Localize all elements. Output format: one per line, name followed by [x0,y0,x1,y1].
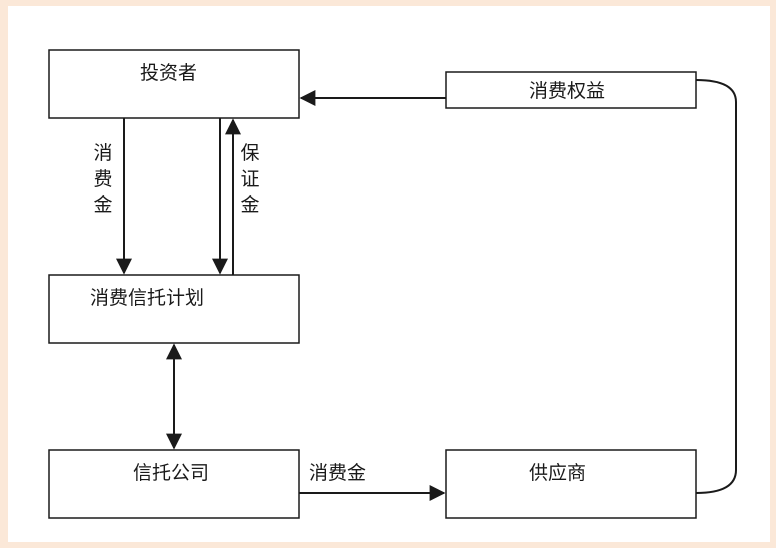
trust-plan-box [48,274,300,344]
consumer-rights-box [445,71,697,109]
edge-label-company-to-supplier: 消费金 [309,462,367,484]
edge-label-consumption-funds: 消费金 [93,142,113,216]
consumer-rights-label: 消费权益 [529,80,606,102]
investor-box [48,49,300,119]
connector-supplier-to-rights [695,79,737,494]
supplier-box [445,449,697,519]
trust-company-label: 信托公司 [133,462,210,484]
trust-plan-label: 消费信托计划 [90,287,205,309]
trust-company-box [48,449,300,519]
edge-label-deposit: 保证金 [240,142,260,216]
supplier-label: 供应商 [529,462,587,484]
investor-label: 投资者 [140,62,198,84]
